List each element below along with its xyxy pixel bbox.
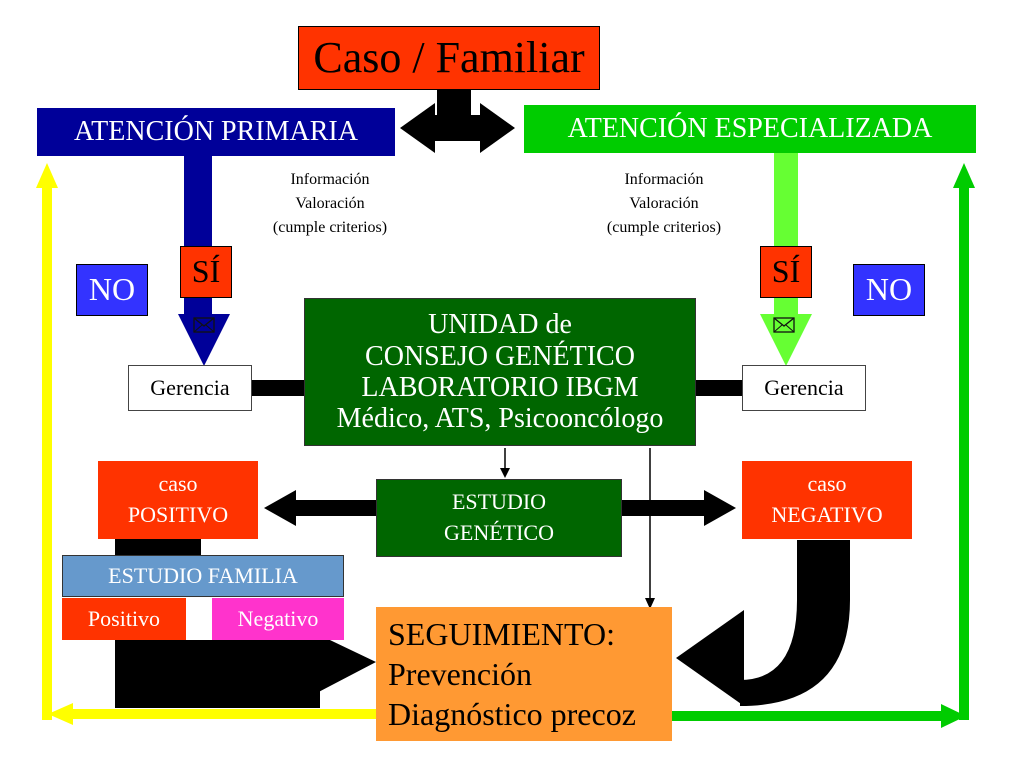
family-study-box: ESTUDIO FAMILIA <box>62 555 344 597</box>
title-connector-arrow <box>400 88 515 153</box>
unit-to-followup-arrow <box>645 448 655 609</box>
genetic-study-line2: GENÉTICO <box>444 520 554 545</box>
info-right: Información Valoración (cumple criterios… <box>584 168 744 240</box>
info-left-line2: Valoración <box>295 195 365 212</box>
study-left-arrow <box>264 490 376 526</box>
followup-line2: Prevención <box>388 656 532 692</box>
genetic-unit-line3: LABORATORIO IBGM <box>361 372 639 403</box>
genetic-unit-line4: Médico, ATS, Psicooncólogo <box>336 403 664 435</box>
specialized-management-label: Gerencia <box>764 374 844 400</box>
specialized-no-label: NO <box>865 271 913 308</box>
primary-yes-box: SÍ <box>180 246 232 298</box>
info-right-line1: Información <box>624 171 704 188</box>
negative-case-line2: NEGATIVO <box>771 502 883 527</box>
primary-management-box: Gerencia <box>128 365 252 411</box>
genetic-unit-line1: UNIDAD de <box>428 309 572 341</box>
primary-yes-label: SÍ <box>191 253 221 290</box>
genetic-study-box: ESTUDIO GENÉTICO <box>376 479 622 557</box>
green-feedback-arrow <box>672 163 975 728</box>
study-right-arrow <box>622 490 736 526</box>
genetic-unit-line2: CONSEJO GENÉTICO <box>365 340 635 372</box>
negative-to-followup-arrow <box>676 540 850 706</box>
specialized-care-box: ATENCIÓN ESPECIALIZADA <box>524 105 976 153</box>
positive-case-line1: caso <box>158 471 198 497</box>
info-left: Información Valoración (cumple criterios… <box>250 168 410 240</box>
specialized-care-label: ATENCIÓN ESPECIALIZADA <box>567 113 933 145</box>
family-negative-label: Negativo <box>237 605 319 631</box>
genetic-study-line1: ESTUDIO <box>451 489 547 515</box>
specialized-no-box: NO <box>853 264 925 316</box>
positive-case-line2: POSITIVO <box>127 502 229 527</box>
family-study-label: ESTUDIO FAMILIA <box>108 562 298 588</box>
positive-case-box: caso POSITIVO <box>98 461 258 539</box>
primary-no-label: NO <box>88 271 136 308</box>
info-left-line3: (cumple criterios) <box>272 219 388 236</box>
negative-case-box: caso NEGATIVO <box>742 461 912 539</box>
genetic-unit-box: UNIDAD de CONSEJO GENÉTICO LABORATORIO I… <box>304 298 696 446</box>
followup-line1: SEGUIMIENTO: <box>388 616 615 652</box>
followup-text: SEGUIMIENTO: Prevención Diagnóstico prec… <box>388 614 636 734</box>
envelope-icon <box>193 317 215 333</box>
genetic-unit-text: UNIDAD de CONSEJO GENÉTICO LABORATORIO I… <box>337 309 664 434</box>
followup-box: SEGUIMIENTO: Prevención Diagnóstico prec… <box>376 607 672 741</box>
info-right-line3: (cumple criterios) <box>606 219 722 236</box>
specialized-management-box: Gerencia <box>742 365 866 411</box>
envelope-icon <box>773 317 795 333</box>
positive-case-text: caso POSITIVO <box>128 469 228 531</box>
family-negative-box: Negativo <box>212 598 344 640</box>
unit-to-study-arrow <box>500 448 510 478</box>
specialized-yes-box: SÍ <box>760 246 812 298</box>
family-positive-box: Positivo <box>62 598 186 640</box>
left-gerencia-connector <box>252 380 308 396</box>
primary-management-label: Gerencia <box>150 374 230 400</box>
primary-care-box: ATENCIÓN PRIMARIA <box>37 108 395 156</box>
case-family-title: Caso / Familiar <box>298 26 600 90</box>
case-family-title-text: Caso / Familiar <box>313 33 585 83</box>
genetic-study-text: ESTUDIO GENÉTICO <box>444 487 554 549</box>
info-left-line1: Información <box>290 171 370 188</box>
followup-line3: Diagnóstico precoz <box>388 696 636 732</box>
specialized-yes-label: SÍ <box>771 253 801 290</box>
info-right-line2: Valoración <box>629 195 699 212</box>
negative-case-text: caso NEGATIVO <box>771 469 882 531</box>
primary-no-box: NO <box>76 264 148 316</box>
positive-to-followup-arrow <box>115 538 376 708</box>
right-gerencia-connector <box>696 380 742 396</box>
negative-case-line1: caso <box>807 471 847 497</box>
primary-care-label: ATENCIÓN PRIMARIA <box>74 116 358 148</box>
family-positive-label: Positivo <box>87 605 161 631</box>
yellow-feedback-arrow <box>36 163 376 725</box>
